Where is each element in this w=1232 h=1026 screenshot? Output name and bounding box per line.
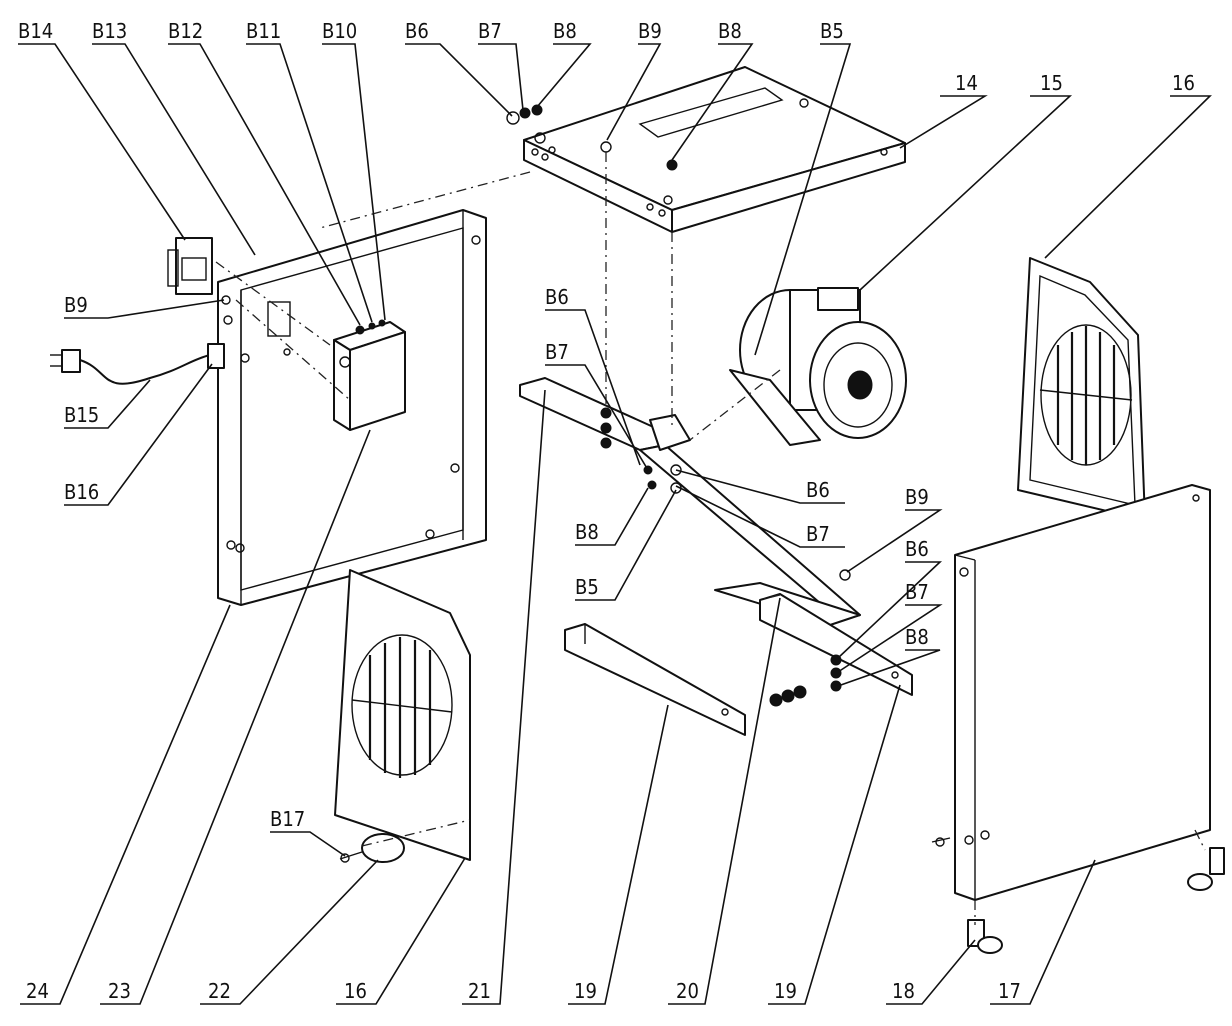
label-part-20: 20 [676,979,699,1003]
top-plate-part-14 [523,66,906,233]
label-part-24: 24 [26,979,49,1003]
label-b8-top-2: B8 [718,19,742,43]
label-part-16-right: 16 [1172,71,1195,95]
label-b14: B14 [18,19,53,43]
label-b7-top: B7 [478,19,502,43]
label-b7-mid: B7 [545,340,569,364]
label-b11: B11 [246,19,281,43]
side-panel-part-17 [931,484,1211,901]
label-b9-left: B9 [64,293,88,317]
fan-guard-part-16-right [1017,257,1146,521]
label-b8-top: B8 [553,19,577,43]
label-part-15: 15 [1040,71,1063,95]
label-b17: B17 [270,807,305,831]
lower-rail-part-19-b [759,593,913,696]
switch-b14 [167,237,213,295]
lower-rail-part-19-a [564,623,746,736]
label-part-19-b: 19 [774,979,797,1003]
label-b6-right: B6 [905,537,929,561]
label-part-19-a: 19 [574,979,597,1003]
label-part-18: 18 [892,979,915,1003]
leveling-feet-part-18 [967,847,1225,954]
label-b13: B13 [92,19,127,43]
foot-part-22 [339,833,405,863]
label-part-21: 21 [468,979,491,1003]
label-b5-top: B5 [820,19,844,43]
label-b16: B16 [64,480,99,504]
leader-lines [18,43,1212,1005]
label-b15: B15 [64,403,99,427]
label-part-17: 17 [998,979,1021,1003]
label-b12: B12 [168,19,203,43]
label-b5-mid: B5 [575,575,599,599]
label-part-22: 22 [208,979,231,1003]
label-b8-mid: B8 [575,520,599,544]
label-b9-top: B9 [638,19,662,43]
electrical-box-part-23 [333,319,406,431]
motor-part-15 [729,287,907,446]
label-b10: B10 [322,19,357,43]
label-part-16-bottom: 16 [344,979,367,1003]
label-b8-right: B8 [905,625,929,649]
power-cord-b15 [50,343,225,385]
label-b6-top: B6 [405,19,429,43]
label-b6-mid: B6 [545,285,569,309]
label-b7-right: B7 [905,580,929,604]
label-b9-right: B9 [905,485,929,509]
label-part-14: 14 [955,71,978,95]
label-b6-center: B6 [806,478,830,502]
fan-panel-part-16-bottom [334,569,471,861]
label-b7-center: B7 [806,522,830,546]
part-labels: B14 B13 B12 B11 B10 B6 B7 B8 B9 B8 B5 14… [18,19,1195,1003]
label-part-23: 23 [108,979,131,1003]
